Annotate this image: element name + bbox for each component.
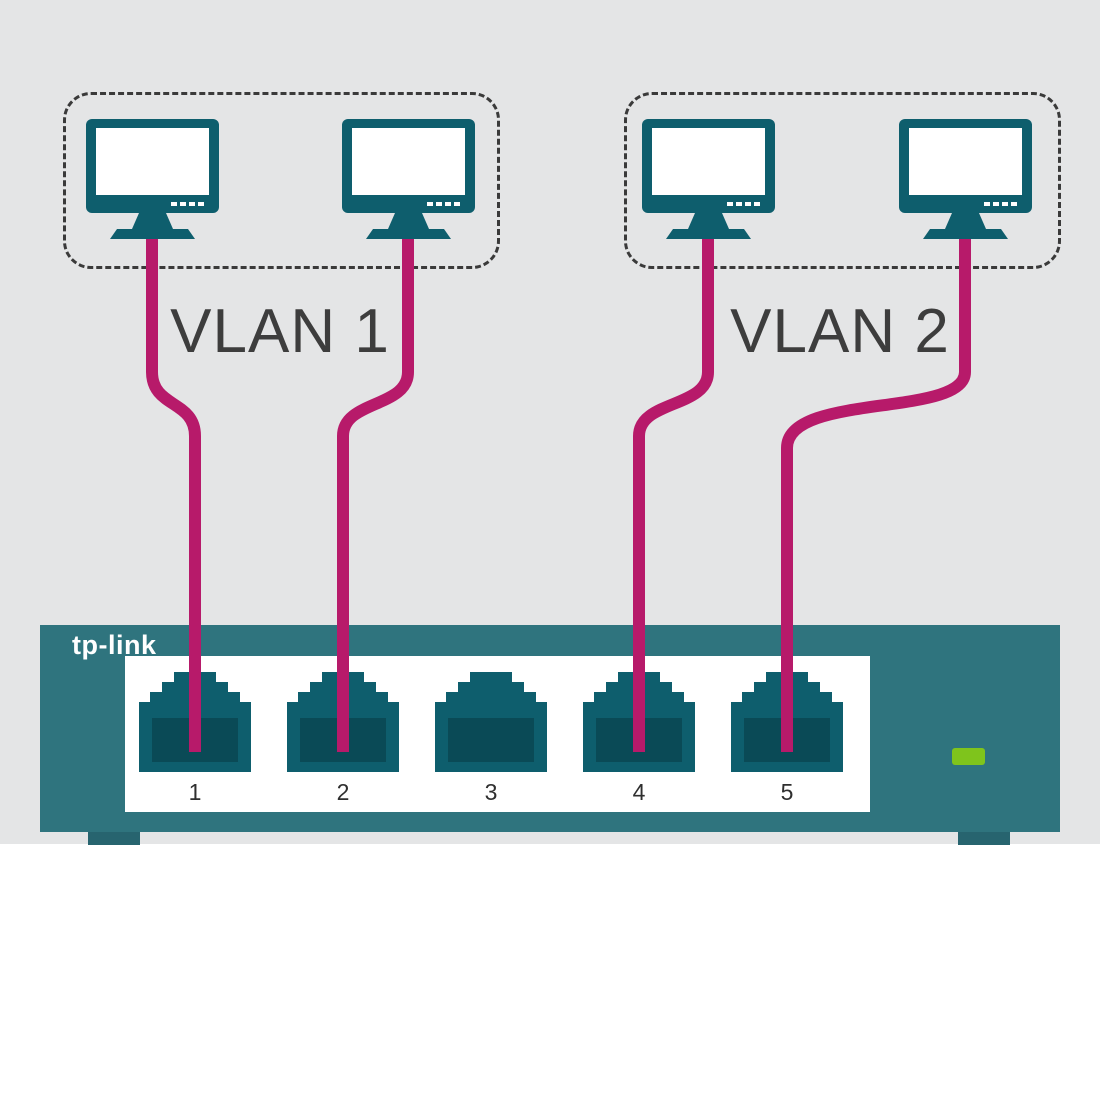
vlan2-computer-1 <box>641 118 776 243</box>
port-4: 4 <box>583 672 695 806</box>
switch-foot-right <box>958 832 1010 845</box>
vlan1-group-box <box>63 92 500 269</box>
port-1: 1 <box>139 672 251 806</box>
computer-monitor-icon <box>642 119 775 239</box>
vlan1-computer-2 <box>341 118 476 243</box>
rj45-port-icon <box>731 672 843 772</box>
port-5-label: 5 <box>780 779 794 805</box>
switch-brand-logo: tp-link <box>72 630 157 660</box>
computer-monitor-icon <box>342 119 475 239</box>
vlan2-computer-2 <box>898 118 1033 243</box>
status-led <box>952 748 985 765</box>
background-lower <box>0 844 1100 1100</box>
rj45-port-icon <box>583 672 695 772</box>
rj45-port-icon <box>435 672 547 772</box>
rj45-port-icon <box>139 672 251 772</box>
port-2: 2 <box>287 672 399 806</box>
vlan2-label: VLAN 2 <box>730 297 950 366</box>
vlan1-computer-1 <box>85 118 220 243</box>
switch-foot-left <box>88 832 140 845</box>
port-1-label: 1 <box>188 779 202 805</box>
port-3-label: 3 <box>484 779 498 805</box>
port-3: 3 <box>435 672 547 806</box>
switch-body: tp-link 1 <box>40 625 1060 832</box>
computer-monitor-icon <box>86 119 219 239</box>
vlan1-label: VLAN 1 <box>170 297 390 366</box>
rj45-port-icon <box>287 672 399 772</box>
port-panel: 1 2 3 <box>125 656 870 812</box>
port-4-label: 4 <box>632 779 646 805</box>
computer-monitor-icon <box>899 119 1032 239</box>
port-2-label: 2 <box>336 779 350 805</box>
port-5: 5 <box>731 672 843 806</box>
